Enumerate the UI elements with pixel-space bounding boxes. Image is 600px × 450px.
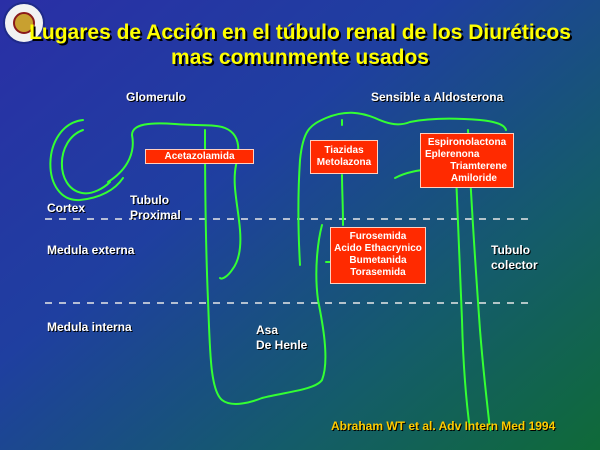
tubulo-proximal-line-1: Tubulo: [130, 193, 170, 207]
henle-descending-limb: [204, 129, 327, 405]
asa-line-2: De Henle: [256, 338, 308, 352]
university-seal-logo: [3, 2, 45, 44]
label-glomerulo: Glomerulo: [126, 90, 187, 104]
drug-acido-ethacrynico: Acido Ethacrynico: [334, 243, 422, 254]
drug-box-distal: Tiazidas Metolazona: [310, 140, 378, 174]
drug-amiloride: Amiloride: [450, 173, 497, 184]
drug-box-proximal: Acetazolamida: [145, 149, 254, 164]
bowman-capsule-inner: [49, 119, 124, 202]
bowman-capsule: [61, 129, 111, 195]
drug-espironolactona: Espironolactona: [427, 137, 507, 148]
citation: Abraham WT et al. Adv Intern Med 1994: [331, 419, 556, 433]
label-tubulo-proximal: Tubulo Proximal: [130, 193, 181, 223]
title-line-2: mas comunmente usados: [171, 46, 429, 69]
drug-acetazolamida: Acetazolamida: [164, 151, 235, 162]
drug-eplerenona: Eplerenona: [425, 149, 480, 160]
label-asa-de-henle: Asa De Henle: [256, 323, 307, 353]
title-line-1: Lugares de Acción en el túbulo renal de …: [29, 21, 571, 44]
drug-tiazidas: Tiazidas: [324, 145, 364, 156]
proximal-tubule: [107, 122, 242, 280]
asa-line-1: Asa: [256, 323, 279, 337]
tubulo-colector-line-1: Tubulo: [491, 243, 531, 257]
drug-box-collecting: Espironolactona Eplerenona Triamterene A…: [420, 133, 514, 188]
henle-ascending-limb: [297, 111, 507, 266]
drug-box-henle: Furosemida Acido Ethacrynico Bumetanida …: [330, 227, 426, 284]
slide-title: Lugares de Acción en el túbulo renal de …: [0, 20, 600, 70]
drug-metolazona: Metolazona: [316, 157, 372, 168]
drug-bumetanida: Bumetanida: [349, 255, 407, 266]
label-sensible-aldosterona: Sensible a Aldosterona: [371, 90, 504, 104]
distal-to-boxes: [341, 174, 344, 226]
drug-torasemida: Torasemida: [350, 267, 406, 278]
label-medula-externa: Medula externa: [47, 243, 135, 257]
drug-triamterene: Triamterene: [450, 161, 507, 172]
collecting-duct: [454, 149, 471, 431]
tubulo-colector-line-2: colector: [491, 258, 538, 272]
label-medula-interna: Medula interna: [47, 320, 132, 334]
tubulo-proximal-line-2: Proximal: [130, 208, 181, 222]
label-tubulo-colector: Tubulo colector: [491, 243, 538, 273]
label-cortex: Cortex: [47, 201, 86, 215]
drug-furosemida: Furosemida: [349, 231, 407, 242]
